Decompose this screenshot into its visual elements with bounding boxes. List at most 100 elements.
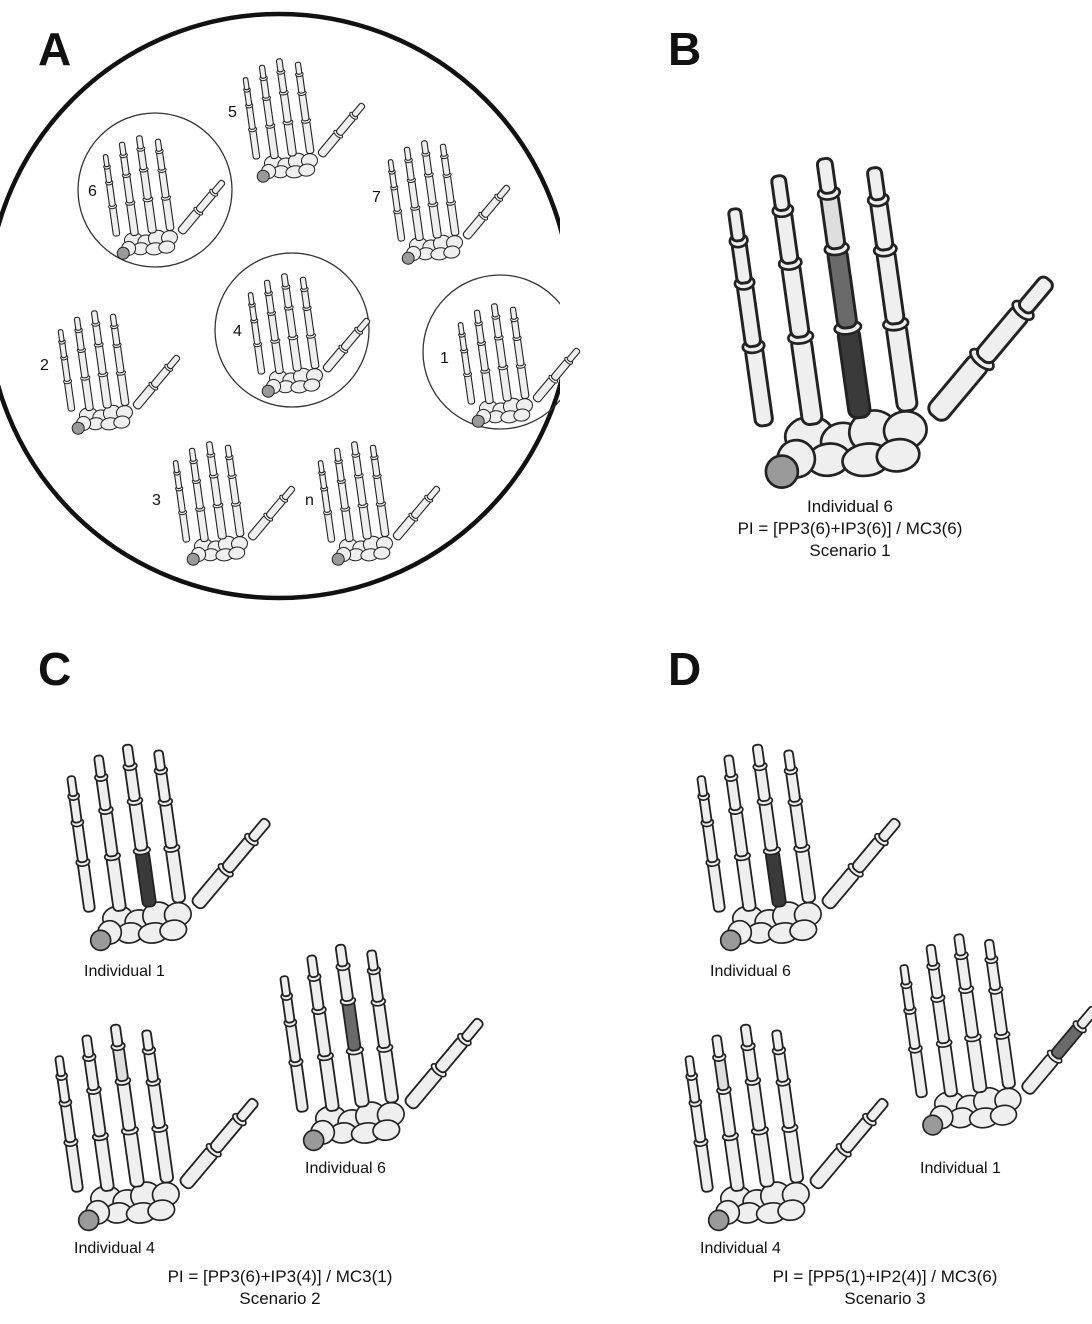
panel-d-label-individual-1: Individual 1 — [920, 1160, 1001, 1178]
digit-5-proximal-phalanx — [391, 187, 400, 212]
digit-5-proximal-phalanx — [737, 282, 761, 348]
digit-5-proximal-phalanx — [251, 320, 260, 345]
digit-2-metacarpal — [162, 197, 174, 231]
digit-4-proximal-phalanx — [100, 809, 118, 857]
hand-5 — [240, 35, 360, 185]
digit-3-proximal-phalanx — [759, 800, 778, 851]
digit-4-proximal-phalanx — [932, 997, 949, 1044]
digit-3-proximal-phalanx — [495, 337, 506, 368]
digit-3-metacarpal — [289, 337, 302, 372]
digit-2-distal-phalanx — [295, 62, 302, 75]
digit-5-metacarpal — [64, 381, 75, 412]
digit-5-metacarpal — [464, 374, 475, 405]
hand-individual-6-scenario-1 — [720, 95, 1040, 495]
hand-c-individual-6 — [275, 905, 475, 1155]
panel-letter-c: C — [38, 642, 71, 696]
digit-3-metacarpal — [284, 122, 297, 157]
digit-3-distal-phalanx — [91, 310, 98, 324]
digit-2-metacarpal — [377, 503, 389, 537]
thumb-distal-phalanx — [878, 817, 902, 843]
panel-b-scenario: Scenario 1 — [700, 540, 1000, 562]
digit-3-distal-phalanx — [491, 303, 498, 317]
digit-4-metacarpal — [482, 370, 494, 404]
digit-4-proximal-phalanx — [718, 1089, 736, 1137]
digit-4-distal-phalanx — [82, 1035, 94, 1058]
digit-3-proximal-phalanx — [342, 1000, 361, 1051]
hand-label-2: 2 — [40, 357, 49, 375]
digit-2-proximal-phalanx — [990, 989, 1007, 1036]
digit-5-distal-phalanx — [58, 329, 64, 342]
digit-3-metacarpal — [214, 505, 227, 540]
digit-3-metacarpal — [359, 505, 372, 540]
digit-2-proximal-phalanx — [876, 248, 904, 324]
digit-4-distal-phalanx — [474, 310, 481, 324]
digit-2-distal-phalanx — [867, 167, 885, 201]
digit-5-metacarpal — [696, 1141, 714, 1192]
digit-3-metacarpal — [765, 850, 786, 908]
digit-3-distal-phalanx — [136, 135, 143, 149]
digit-4-proximal-phalanx — [123, 175, 134, 204]
digit-5-metacarpal — [394, 211, 405, 242]
thumb-distal-phalanx — [461, 1017, 485, 1043]
thumb-distal-phalanx — [866, 1097, 890, 1123]
digit-4-distal-phalanx — [334, 448, 341, 462]
digit-2-distal-phalanx — [110, 314, 117, 327]
digit-2-metacarpal — [447, 202, 459, 236]
hand-d-individual-6 — [692, 705, 892, 955]
digit-3-distal-phalanx — [752, 744, 764, 767]
digit-5-proximal-phalanx — [61, 357, 70, 382]
digit-3-distal-phalanx — [817, 158, 837, 194]
hand-label-6: 6 — [88, 183, 97, 201]
digit-4-metacarpal — [272, 340, 284, 374]
hand-6 — [100, 112, 220, 262]
panel-c-label-individual-6: Individual 6 — [305, 1160, 386, 1178]
digit-3-metacarpal — [99, 374, 112, 409]
digit-5-distal-phalanx — [318, 460, 324, 473]
digit-4-proximal-phalanx — [263, 98, 274, 127]
digit-2-distal-phalanx — [300, 277, 307, 290]
panel-c-label-individual-4: Individual 4 — [74, 1240, 155, 1258]
digit-3-metacarpal — [123, 1130, 144, 1188]
thumb-distal-phalanx — [248, 817, 272, 843]
panel-b-caption: Individual 6 PI = [PP3(6)+IP3(6)] / MC3(… — [700, 496, 1000, 562]
panel-d-label-individual-4: Individual 4 — [700, 1240, 781, 1258]
digit-4-metacarpal — [82, 377, 94, 411]
digit-2-distal-phalanx — [225, 445, 232, 458]
thumb-distal-phalanx — [566, 347, 580, 362]
digit-2-metacarpal — [379, 1047, 399, 1103]
digit-2-metacarpal — [302, 120, 314, 154]
digit-5-distal-phalanx — [173, 460, 179, 473]
digit-2-metacarpal — [996, 1034, 1016, 1089]
digit-2-metacarpal — [886, 322, 918, 412]
digit-3-distal-phalanx — [122, 744, 134, 767]
digit-2-proximal-phalanx — [373, 1001, 391, 1049]
digit-5-proximal-phalanx — [246, 105, 255, 130]
hand-label-3: 3 — [152, 492, 161, 510]
thumb-distal-phalanx — [236, 1097, 260, 1123]
digit-4-distal-phalanx — [404, 147, 411, 161]
digit-2-proximal-phalanx — [790, 801, 808, 849]
hand-n — [315, 418, 435, 568]
digit-2-metacarpal — [166, 847, 186, 903]
digit-5-metacarpal — [249, 129, 260, 160]
hand-3 — [170, 418, 290, 568]
panel-c-label-individual-1: Individual 1 — [84, 963, 165, 981]
digit-4-proximal-phalanx — [78, 350, 89, 379]
hand-label-1: 1 — [440, 350, 449, 368]
digit-5-proximal-phalanx — [73, 822, 88, 863]
digit-4-metacarpal — [106, 855, 126, 911]
panel-d-label-individual-6: Individual 6 — [710, 963, 791, 981]
digit-2-distal-phalanx — [155, 139, 162, 152]
digit-3-proximal-phalanx — [129, 800, 148, 851]
hand-d-individual-1 — [895, 895, 1090, 1140]
digit-3-distal-phalanx — [110, 1024, 122, 1047]
hand-c-individual-1 — [62, 705, 262, 955]
digit-2-proximal-phalanx — [299, 93, 310, 122]
digit-4-distal-phalanx — [119, 142, 126, 156]
digit-4-proximal-phalanx — [781, 262, 809, 338]
digit-4-distal-phalanx — [724, 755, 736, 778]
digit-3-metacarpal — [966, 1037, 987, 1094]
digit-4-proximal-phalanx — [730, 809, 748, 857]
digit-4-metacarpal — [342, 508, 354, 542]
digit-5-distal-phalanx — [55, 1056, 65, 1077]
